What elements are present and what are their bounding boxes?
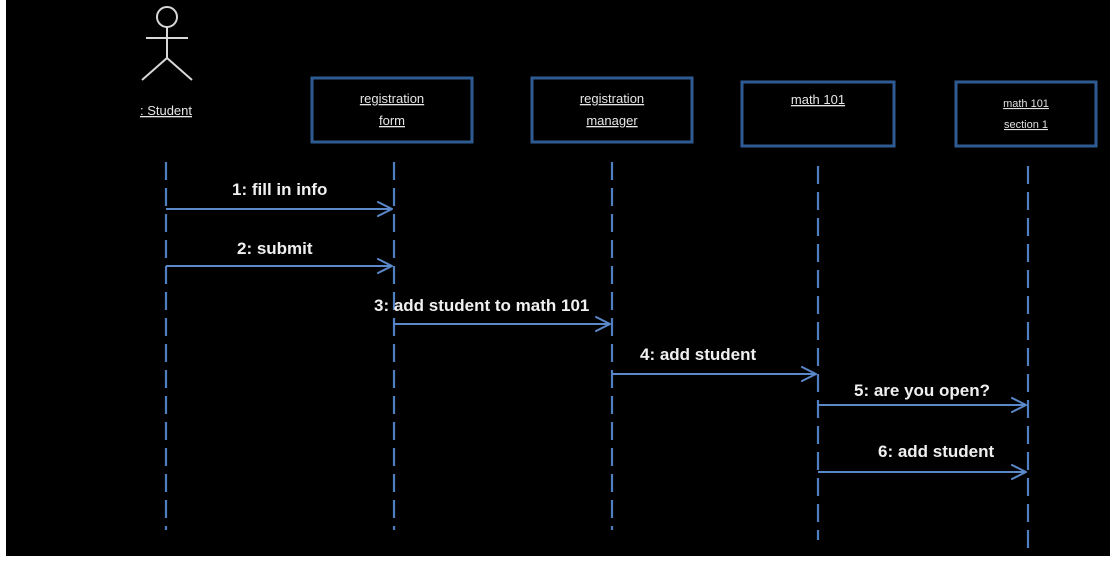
arrow-head-icon	[1011, 464, 1027, 480]
message-1[interactable]: 1: fill in info	[166, 180, 393, 217]
arrow-head-icon	[801, 366, 817, 382]
actor-student[interactable]: : Student	[140, 6, 193, 118]
arrow-head-icon	[377, 258, 393, 274]
object-label-line-1: math 101	[1003, 98, 1049, 110]
message-2[interactable]: 2: submit	[166, 239, 393, 274]
object-label-line-1: math 101	[791, 92, 845, 107]
object-label-line-1: registration	[360, 91, 424, 106]
object-registration-form[interactable]: registration form	[310, 76, 474, 144]
object-label-line-2: manager	[586, 113, 638, 128]
object-math-101-section-1[interactable]: math 101 section 1	[954, 80, 1098, 148]
sequence-diagram-svg: : Student registration form registration…	[140, 6, 1098, 548]
message-label: 5: are you open?	[854, 381, 990, 400]
object-registration-manager[interactable]: registration manager	[530, 76, 694, 144]
message-6[interactable]: 6: add student	[818, 442, 1027, 480]
message-label: 6: add student	[878, 442, 995, 461]
object-label-line-1: registration	[580, 91, 644, 106]
object-label-line-2: form	[379, 113, 405, 128]
arrow-head-icon	[595, 316, 611, 332]
arrow-head-icon	[1011, 397, 1027, 413]
sequence-diagram-canvas: : Student registration form registration…	[6, 0, 1110, 556]
stick-figure-icon	[141, 6, 193, 81]
message-label: 1: fill in info	[232, 180, 327, 199]
message-label: 3: add student to math 101	[374, 296, 589, 315]
message-3[interactable]: 3: add student to math 101	[374, 296, 611, 332]
message-label: 2: submit	[237, 239, 313, 258]
object-math-101[interactable]: math 101	[740, 80, 896, 148]
actor-label: : Student	[140, 103, 192, 118]
message-5[interactable]: 5: are you open?	[818, 381, 1027, 413]
object-label-line-2: section 1	[1004, 119, 1048, 131]
message-4[interactable]: 4: add student	[612, 345, 817, 382]
arrow-head-icon	[377, 201, 393, 217]
message-label: 4: add student	[640, 345, 757, 364]
